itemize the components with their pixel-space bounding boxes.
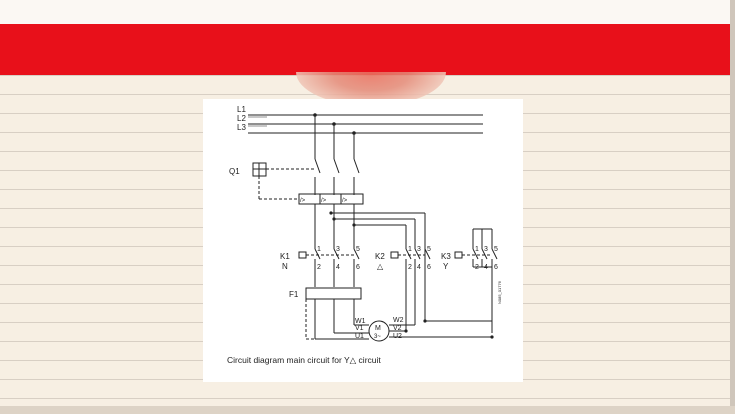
- overload-symbol-2: />: [342, 198, 348, 204]
- k2-label: K2: [375, 252, 385, 261]
- line-label-l3: L3: [237, 123, 246, 132]
- k1-terminal-3: 3: [336, 246, 340, 253]
- overload-relay-label: F1: [289, 290, 299, 299]
- k2-terminal-1: 1: [408, 246, 412, 253]
- k3-label: K3: [441, 252, 451, 261]
- header-bar: [0, 24, 735, 75]
- k3-terminal-1: 1: [475, 246, 479, 253]
- winding-v1: V1: [355, 325, 364, 332]
- doc-code: N085_01776: [497, 280, 502, 304]
- k3-terminal-3: 3: [484, 246, 488, 253]
- circuit-diagram: L1 L2 L3 Q1 /> /> /> K1 N K2 △ K3 Y 1 3 …: [227, 105, 502, 365]
- k1-sub: N: [282, 262, 288, 271]
- line-label-l2: L2: [237, 114, 246, 123]
- winding-u1: U1: [355, 333, 364, 340]
- k2-terminal-5: 5: [427, 246, 431, 253]
- breaker-label: Q1: [229, 167, 240, 176]
- k3-terminal-6: 6: [494, 264, 498, 271]
- k2-terminal-6: 6: [427, 264, 431, 271]
- winding-u2: U2: [393, 333, 402, 340]
- diagram-caption: Circuit diagram main circuit for Y△ circ…: [227, 355, 381, 365]
- line-label-l1: L1: [237, 105, 246, 114]
- motor-sub: 3~: [374, 334, 381, 340]
- overload-symbol-1: />: [321, 198, 327, 204]
- winding-w1: W1: [355, 318, 366, 325]
- page-edge: [730, 0, 735, 414]
- k2-terminal-2: 2: [408, 264, 412, 271]
- top-strip: [0, 0, 735, 24]
- overload-symbol-0: />: [300, 198, 306, 204]
- k2-sub: △: [377, 262, 384, 271]
- page-bottom-edge: [0, 406, 735, 414]
- k1-terminal-6: 6: [356, 264, 360, 271]
- k1-terminal-4: 4: [336, 264, 340, 271]
- k2-terminal-4: 4: [417, 264, 421, 271]
- k1-terminal-2: 2: [317, 264, 321, 271]
- winding-w2: W2: [393, 317, 404, 324]
- k3-terminal-2: 2: [475, 264, 479, 271]
- k3-terminal-4: 4: [484, 264, 488, 271]
- motor-label: M: [375, 325, 381, 332]
- k2-terminal-3: 3: [417, 246, 421, 253]
- k1-terminal-5: 5: [356, 246, 360, 253]
- winding-v2: V2: [393, 325, 402, 332]
- k3-terminal-5: 5: [494, 246, 498, 253]
- diagram-card: L1 L2 L3 Q1 /> /> /> K1 N K2 △ K3 Y 1 3 …: [203, 99, 523, 382]
- k1-terminal-1: 1: [317, 246, 321, 253]
- k3-sub: Y: [443, 262, 449, 271]
- k1-label: K1: [280, 252, 290, 261]
